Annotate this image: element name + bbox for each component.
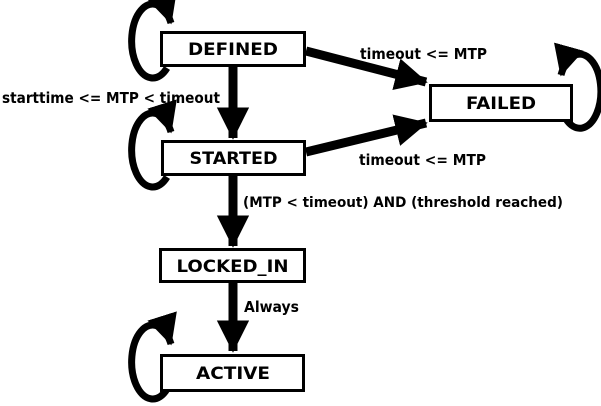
transition-defined-to-started-label: starttime <= MTP < timeout [2, 89, 220, 107]
self-loop-failed-arrow [554, 42, 601, 132]
state-locked-in: LOCKED_IN [159, 248, 306, 283]
state-started-label: STARTED [190, 149, 278, 169]
transition-started-to-failed-arrow [304, 114, 428, 157]
state-failed: FAILED [429, 84, 573, 122]
transition-started-to-lockedin-label: (MTP < timeout) AND (threshold reached) [243, 195, 563, 211]
state-locked-in-box [159, 248, 306, 283]
self-loop-started-arrow [128, 99, 177, 191]
state-active: ACTIVE [160, 354, 305, 392]
transition-started-to-failed-label: timeout <= MTP [359, 151, 486, 169]
state-active-box [160, 354, 305, 392]
state-started: STARTED [161, 140, 306, 176]
state-locked-in-label: LOCKED_IN [177, 257, 289, 277]
state-started-box [161, 140, 306, 176]
state-defined-box [160, 31, 306, 67]
state-defined-label: DEFINED [188, 40, 278, 60]
self-loop-defined-arrow [128, 0, 177, 82]
state-failed-label: FAILED [466, 94, 536, 114]
state-defined: DEFINED [160, 31, 306, 67]
self-loop-active-arrow [128, 311, 177, 403]
transition-defined-to-failed-label: timeout <= MTP [360, 45, 487, 63]
transition-defined-to-failed-arrow [304, 46, 428, 91]
transition-lockedin-to-active-label: Always [244, 298, 299, 316]
state-active-label: ACTIVE [196, 364, 270, 384]
state-failed-box [429, 84, 573, 122]
